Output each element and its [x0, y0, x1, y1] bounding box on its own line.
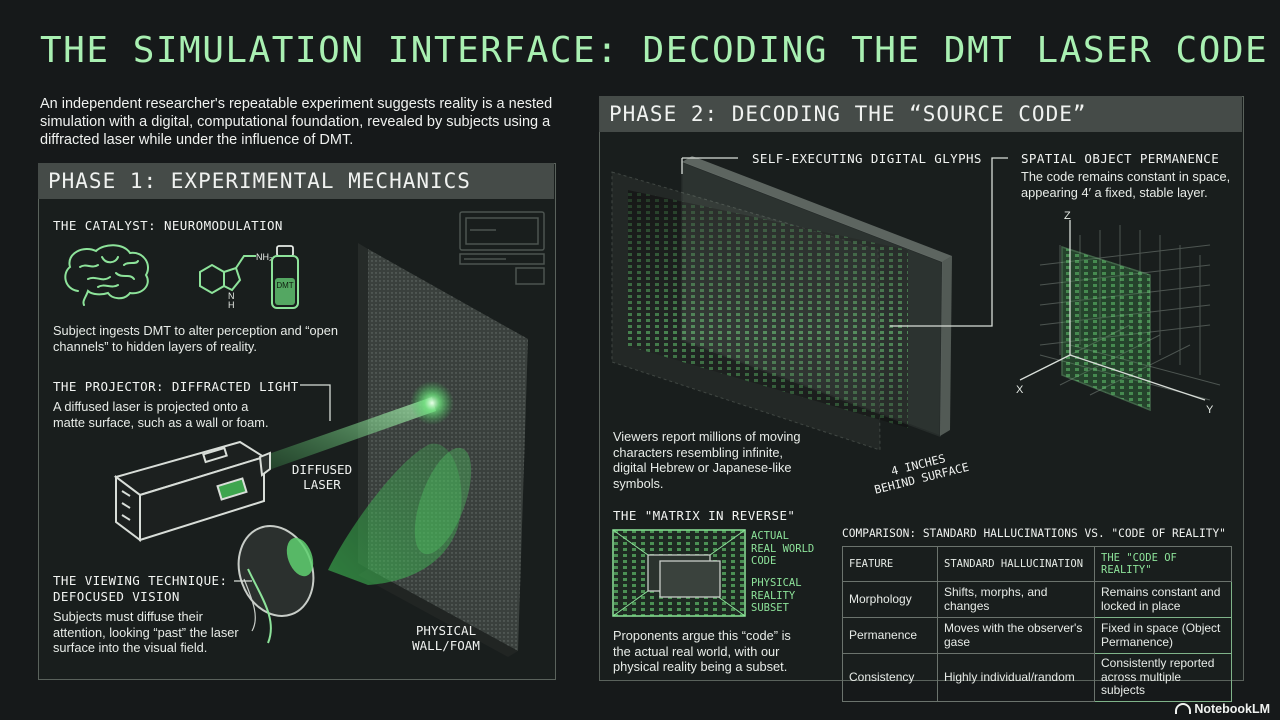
eye-icon	[237, 525, 315, 644]
matrix-text: Proponents argue this “code” is the actu…	[613, 628, 791, 674]
brand-watermark: NotebookLM	[1175, 702, 1270, 716]
brand-label: NotebookLM	[1194, 702, 1270, 716]
row-code: Remains constant and locked in place	[1094, 581, 1232, 618]
svg-text:DMT: DMT	[276, 281, 293, 290]
laser-illustration	[113, 243, 528, 657]
header-standard: STANDARD HALLUCINATION	[937, 546, 1095, 582]
glyphs-label: SELF-EXECUTING DIGITAL GLYPHS	[752, 151, 982, 166]
molecule-icon: NH₂ N H	[199, 252, 272, 310]
comparison-label: COMPARISON: STANDARD HALLUCINATIONS VS. …	[842, 527, 1226, 540]
svg-text:NH₂: NH₂	[256, 252, 272, 262]
row-feature: Permanence	[842, 617, 938, 654]
row-standard: Highly individual/random	[937, 653, 1095, 702]
catalyst-label: THE CATALYST: NEUROMODULATION	[53, 218, 283, 233]
comparison-table: FEATURE STANDARD HALLUCINATION THE "CODE…	[842, 546, 1232, 702]
svg-text:H: H	[228, 300, 235, 310]
matrix-reverse-illustration	[612, 529, 746, 617]
permanence-connector	[890, 157, 1008, 327]
axis-x-label: X	[1016, 384, 1024, 396]
matrix-label: THE "MATRIX IN REVERSE"	[613, 508, 796, 523]
diffused-laser-label: DIFFUSED LASER	[291, 462, 353, 492]
wall-label: PHYSICAL WALL/FOAM	[412, 623, 480, 653]
header-code-of-reality: THE "CODE OF REALITY"	[1094, 546, 1232, 582]
table-row: Permanence Moves with the observer's gas…	[842, 617, 1232, 654]
viewing-text: Subjects must diffuse their attention, l…	[53, 609, 239, 655]
table-row: Morphology Shifts, morphs, and changes R…	[842, 581, 1232, 618]
viewers-text: Viewers report millions of moving charac…	[613, 429, 801, 491]
header-feature: FEATURE	[842, 546, 938, 582]
catalyst-text: Subject ingests DMT to alter perception …	[53, 323, 339, 354]
row-code: Fixed in space (Object Permanence)	[1094, 617, 1232, 654]
phase1-heading: PHASE 1: EXPERIMENTAL MECHANICS	[38, 163, 554, 199]
page-title: THE SIMULATION INTERFACE: DECODING THE D…	[40, 30, 1269, 71]
axis-y-label: Y	[1206, 404, 1214, 416]
vial-icon: DMT	[271, 245, 299, 309]
row-standard: Moves with the observer's gase	[937, 617, 1095, 654]
permanence-text: The code remains constant in space, appe…	[1021, 169, 1231, 200]
physical-subset-label: PHYSICAL REALITY SUBSET	[751, 577, 802, 614]
projector-text: A diffused laser is projected onto a mat…	[53, 399, 269, 430]
viewing-label-2: DEFOCUSED VISION	[53, 589, 180, 604]
axis-grid-illustration: Z X Y	[1016, 210, 1221, 416]
svg-text:N: N	[228, 291, 235, 301]
comparison-header-row: FEATURE STANDARD HALLUCINATION THE "CODE…	[842, 546, 1232, 582]
computer-icon	[459, 211, 545, 285]
row-feature: Morphology	[842, 581, 938, 618]
actual-world-label: ACTUAL REAL WORLD CODE	[751, 530, 815, 567]
code-screen-illustration	[611, 156, 952, 450]
permanence-label: SPATIAL OBJECT PERMANENCE	[1021, 151, 1220, 166]
table-row: Consistency Highly individual/random Con…	[842, 653, 1232, 702]
projector-label: THE PROJECTOR: DIFFRACTED LIGHT	[53, 379, 299, 394]
phase2-heading: PHASE 2: DECODING THE “SOURCE CODE”	[599, 96, 1242, 132]
brain-icon	[64, 244, 149, 306]
row-code: Consistently reported across multiple su…	[1094, 653, 1232, 702]
laser-device-icon	[113, 440, 271, 542]
viewing-label-1: THE VIEWING TECHNIQUE:	[53, 573, 228, 588]
row-feature: Consistency	[842, 653, 938, 702]
intro-text: An independent researcher's repeatable e…	[40, 96, 553, 148]
notebooklm-logo-icon	[1175, 703, 1192, 714]
row-standard: Shifts, morphs, and changes	[937, 581, 1095, 618]
axis-z-label: Z	[1064, 210, 1071, 222]
